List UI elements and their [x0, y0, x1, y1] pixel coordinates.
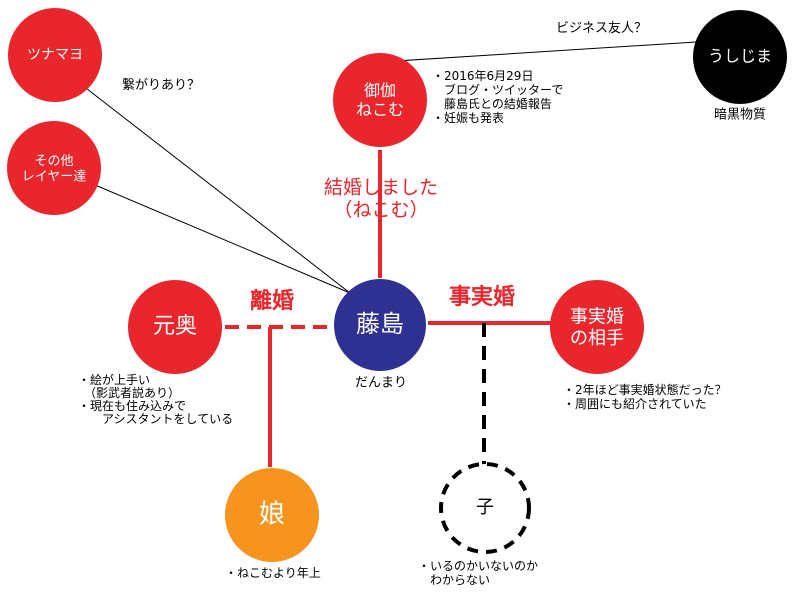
node-fujishima: 藤島	[334, 279, 426, 371]
node-other-layers: その他レイヤー達	[7, 121, 101, 215]
caption-ushijima: 暗黒物質	[714, 108, 766, 123]
node-partner-label: 事実婚の相手	[570, 307, 624, 350]
note-ex-wife: ・絵が上手い （影武者説あり）・現在も住み込みで アシスタントをしている	[78, 372, 233, 426]
edge-business-friend-label: ビジネス友人？	[556, 20, 647, 36]
edge-connected-label: 繋がりあり？	[122, 77, 200, 93]
line-layers-fujishima	[61, 170, 351, 294]
node-ushijima: うしじま	[693, 10, 787, 104]
caption-fujishima: だんまり	[355, 376, 407, 391]
line-tsunamayo-fujishima	[81, 84, 351, 294]
node-child: 子	[439, 462, 531, 554]
note-child: ・いるのかいないのか わからない	[418, 559, 538, 587]
note-nekomu: ・2016年6月29日 ブログ・ツイッターで 藤島氏との結婚報告・妊娠も発表	[432, 69, 563, 125]
edge-divorce-label: 離婚	[250, 288, 294, 314]
node-partner: 事実婚の相手	[550, 280, 644, 374]
node-tsunamayo: ツナマヨ	[8, 8, 102, 102]
node-child-label: 子	[476, 497, 494, 518]
node-tsunamayo-label: ツナマヨ	[27, 47, 83, 63]
node-ex-wife: 元奥	[128, 280, 222, 374]
node-other-layers-label: その他レイヤー達	[22, 154, 87, 185]
edge-common-law-label: 事実婚	[449, 284, 515, 310]
node-daughter: 娘	[225, 468, 319, 562]
node-nekomu-label: 御伽ねこむ	[356, 81, 404, 119]
node-ex-wife-label: 元奥	[153, 314, 197, 339]
note-daughter: ・ねこむより年上	[225, 566, 321, 580]
note-partner: ・2年ほど事実婚状態だった？・周囲にも紹介されていた	[563, 382, 727, 411]
node-ushijima-label: うしじま	[708, 47, 772, 66]
node-nekomu: 御伽ねこむ	[333, 53, 427, 147]
node-fujishima-label: 藤島	[356, 310, 404, 338]
line-nekomu-ushijima	[379, 41, 697, 63]
edge-married-label: 結婚しました（ねこむ）	[324, 176, 438, 221]
node-daughter-label: 娘	[259, 500, 285, 530]
